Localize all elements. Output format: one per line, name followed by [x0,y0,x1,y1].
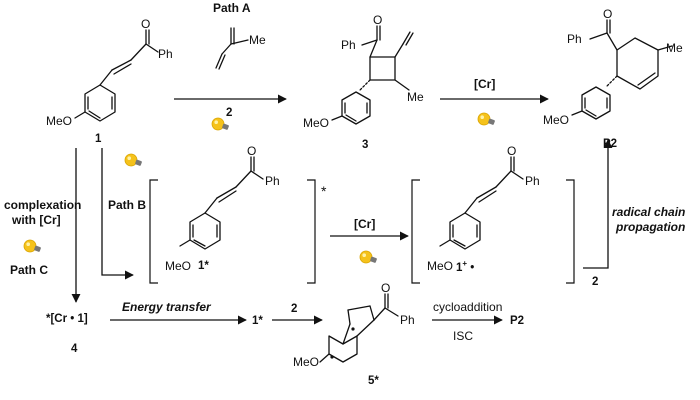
light-bulb-icon [211,117,230,131]
diene-2-structure: Me [215,27,266,70]
methoxy-1: MeO [46,114,72,128]
methyl-3: Me [407,90,424,104]
complexation-line1: complexation [4,198,81,212]
diene-reagent-bottom: 2 [291,303,297,315]
carbonyl-o-3: O [373,13,382,27]
path-c-label: Path C [10,263,48,277]
carbonyl-o-radical: O [507,144,516,158]
diene-methyl: Me [249,33,266,47]
compound-3: O Ph Me MeO 3 [303,13,424,151]
product-p2-bottom: P2 [510,315,524,327]
light-bulb-icon [23,239,42,253]
phenyl-p2: Ph [567,32,582,46]
path-a-reagent-2: 2 [226,107,232,119]
cr-reagent-middle: [Cr] [354,217,375,231]
phenyl-5: Ph [400,313,415,327]
complexation-line2: with [Cr] [11,213,61,227]
compound-1-label: 1 [95,133,102,145]
isc-label: ISC [453,329,473,343]
compound-1: O Ph MeO 1 [46,17,173,145]
cycloaddition-label: cycloaddition [433,300,502,314]
path-b-arrow [101,148,134,280]
radical-chain-line2: propagation [615,220,685,234]
compound-3-label: 3 [362,139,368,151]
excited-star: * [321,183,327,199]
radical-chain-arrow [583,139,613,269]
phenyl-1: Ph [158,47,173,61]
methoxy-1star: MeO [165,259,191,273]
carbonyl-o-1: O [141,17,150,31]
product-p2: Me O Ph MeO P2 [543,7,683,150]
compound-radical-label: 1+ • [456,259,474,274]
path-b-label: Path B [108,198,146,212]
phenyl-3: Ph [341,38,356,52]
methoxy-radical: MeO [427,259,453,273]
compound-4-label: 4 [71,343,78,355]
carbonyl-o-1star: O [247,144,256,158]
product-p2-label: P2 [603,138,617,150]
light-bulb-icon [124,153,143,167]
compound-1star-bottom: 1* [252,315,263,327]
cr-reagent-top: [Cr] [474,77,495,91]
compound-1star-label: 1* [198,260,209,272]
carbonyl-o-p2: O [603,7,612,21]
radical-chain-reagent-2: 2 [592,276,598,288]
methoxy-3: MeO [303,116,329,130]
light-bulb-icon [477,112,496,126]
excited-state-1star: * O Ph MeO 1* [149,144,327,284]
compound-5-label: 5* [368,375,379,387]
phenyl-radical: Ph [525,174,540,188]
phenyl-1star: Ph [265,174,280,188]
radical-anion-1: O Ph MeO 1+ • [411,144,575,284]
methoxy-5: MeO [293,355,319,369]
methoxy-p2: MeO [543,113,569,127]
light-bulb-icon [359,250,378,264]
path-a-label: Path A [213,1,251,15]
methyl-p2: Me [666,41,683,55]
energy-transfer-label: Energy transfer [122,300,212,314]
cr-complex: *[Cr • 1] [46,313,88,325]
carbonyl-o-5: O [381,281,390,295]
radical-chain-line1: radical chain [612,205,685,219]
compound-5star: O Ph MeO 5* [293,281,415,387]
